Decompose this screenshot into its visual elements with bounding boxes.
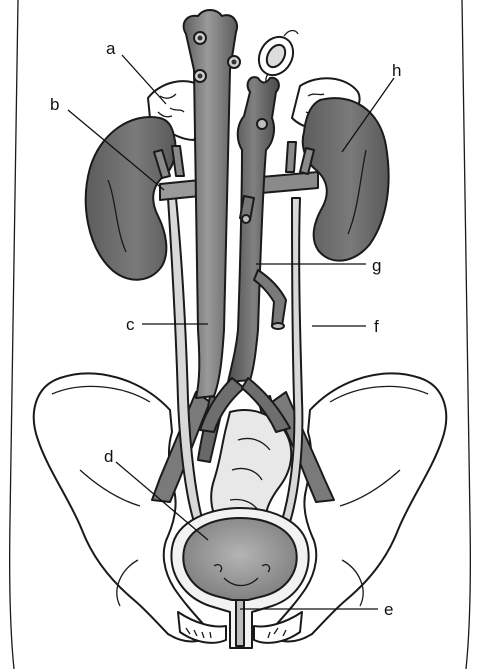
kidneys [86,98,389,280]
label-e: e [384,600,393,619]
label-c: c [126,315,135,334]
label-g: g [372,256,381,275]
label-f: f [374,317,379,336]
label-b: b [50,95,59,114]
label-h: h [392,61,401,80]
label-d: d [104,447,113,466]
label-a: a [106,39,116,58]
aortic-hiatus-ring [252,31,300,85]
leader-a [122,55,166,104]
renal-vessels [154,142,318,200]
inferior-vena-cava [184,10,240,398]
